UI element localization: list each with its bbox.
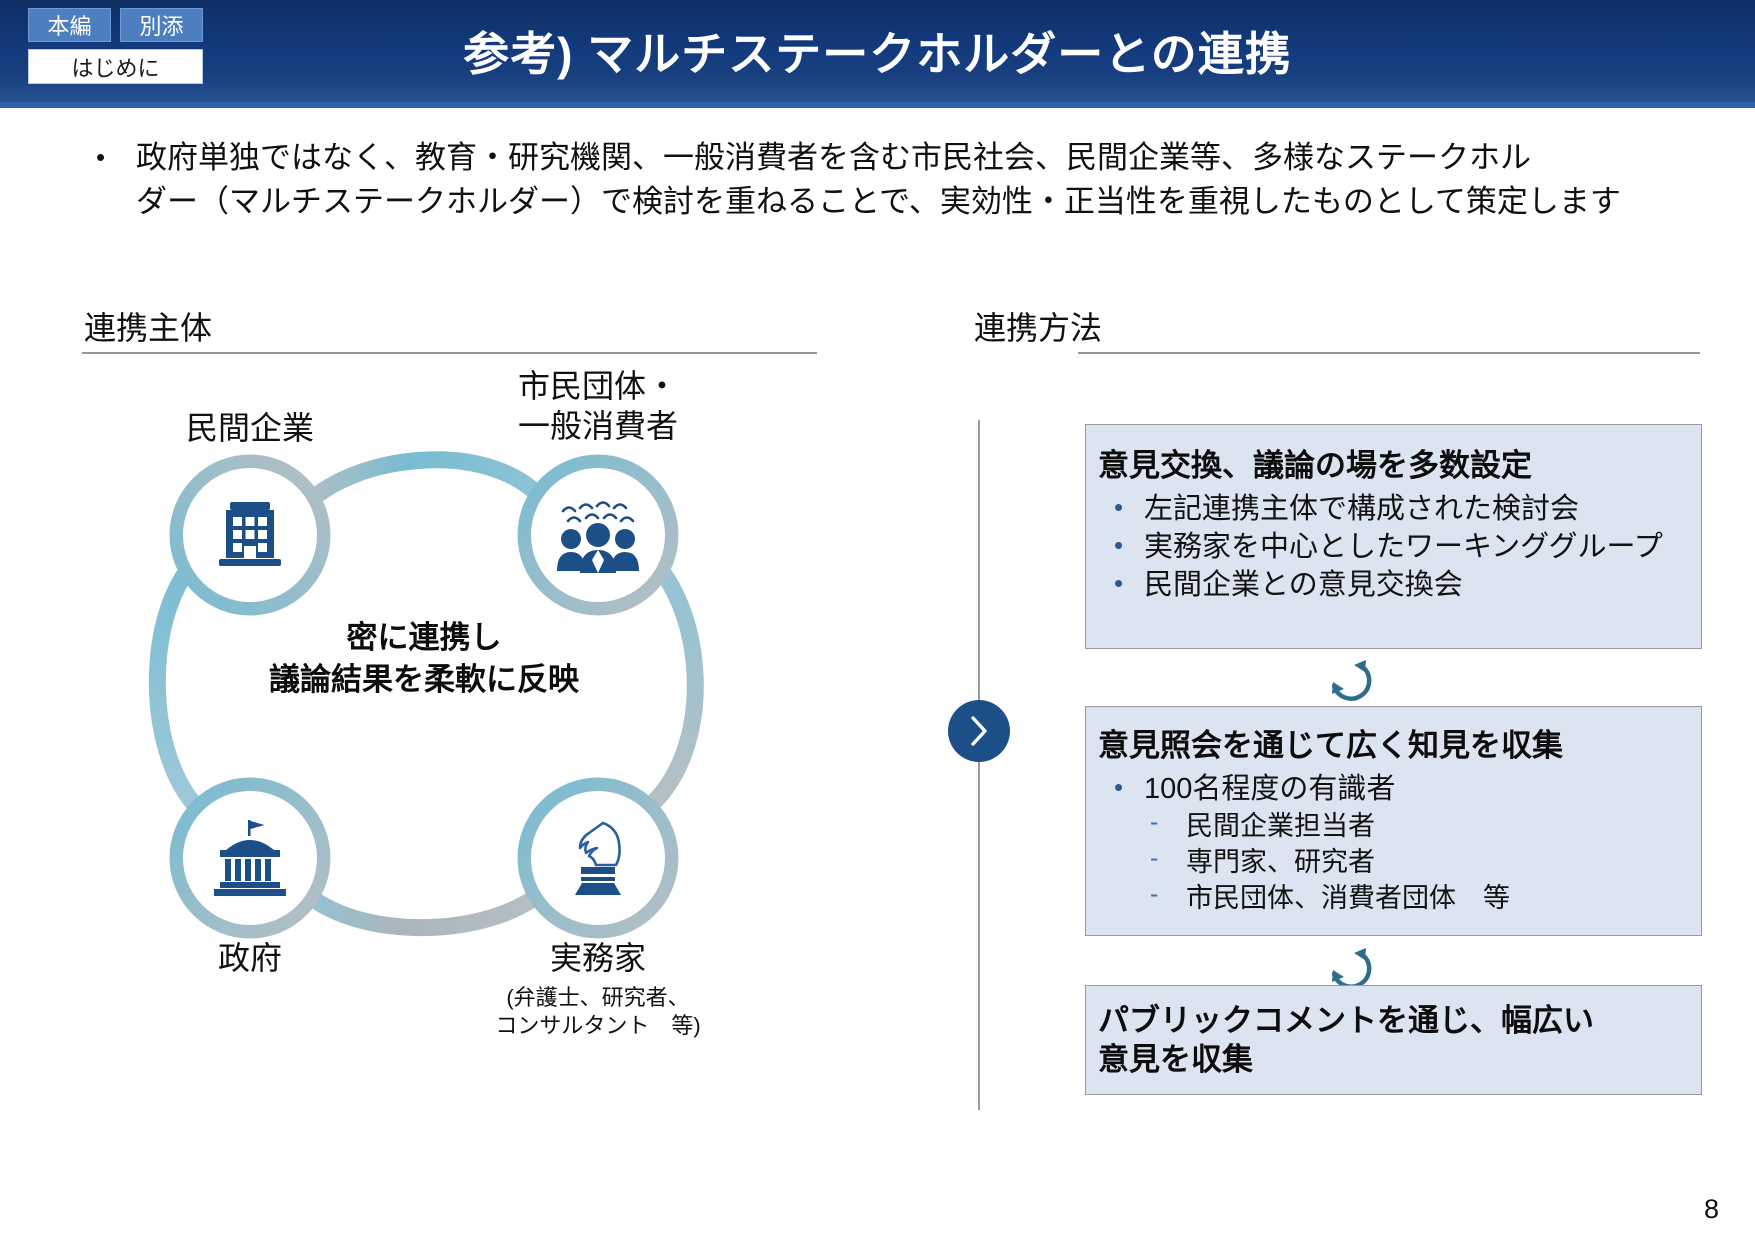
node-sub-practitioners-line1: (弁護士、研究者、 xyxy=(506,985,690,1010)
page-title: 参考) マルチステークホルダーとの連携 xyxy=(463,28,1292,80)
bullet-dot-icon: • xyxy=(1114,491,1124,522)
node-label-government: 政府 xyxy=(217,940,282,976)
people-group-icon xyxy=(557,501,639,573)
box-title-public-comment-line2: 意見を収集 xyxy=(1098,1041,1253,1077)
cycle-arrow-icon-2 xyxy=(1320,936,1378,994)
list-item: • 民間企業との意見交換会 xyxy=(1086,566,1701,604)
sub-list-item: -専門家、研究者 xyxy=(1086,844,1701,880)
header-tab-group: 本編 別添 はじめに xyxy=(28,8,248,84)
node-icon-private-company xyxy=(183,468,317,602)
right-section-rule xyxy=(1078,352,1700,354)
page-number: 8 xyxy=(1703,1194,1719,1224)
node-label-practitioners: 実務家 xyxy=(549,940,646,976)
box-sublist-inquiry: -民間企業担当者 -専門家、研究者 -市民団体、消費者団体 等 xyxy=(1086,808,1701,917)
tab-honpen[interactable]: 本編 xyxy=(28,8,111,42)
tab-hajimeni[interactable]: はじめに xyxy=(28,49,203,84)
right-section-heading: 連携方法 xyxy=(974,310,1103,346)
refresh-cycle-icon xyxy=(1331,660,1372,701)
box-title-public-comment-line1: パブリックコメントを通じ、幅広い xyxy=(1098,1003,1594,1038)
list-item: • 左記連携主体で構成された検討会 xyxy=(1086,490,1701,528)
sub-list-item-text: 民間企業担当者 xyxy=(1186,811,1375,842)
method-box-inquiry: 意見照会を通じて広く知見を収集 •100名程度の有識者 -民間企業担当者 -専門… xyxy=(1085,706,1702,936)
header-tab-row: 本編 別添 xyxy=(28,8,248,42)
chess-knight-icon xyxy=(575,821,621,895)
bullet-dot-icon: • xyxy=(1114,771,1124,802)
node-sub-practitioners-line2: コンサルタント 等) xyxy=(495,1013,701,1038)
dash-icon: - xyxy=(1150,844,1159,873)
cycle-arrow-icon-1 xyxy=(1320,648,1378,706)
dash-icon: - xyxy=(1150,880,1159,909)
lead-line-2: ダー（マルチステークホルダー）で検討を重ねることで、実効性・正当性を重視したもの… xyxy=(136,184,1621,220)
cycle-center-line-2: 議論結果を柔軟に反映 xyxy=(269,662,579,697)
list-item: • 実務家を中心としたワーキンググループ xyxy=(1086,528,1701,566)
tab-betten[interactable]: 別添 xyxy=(120,8,203,42)
sub-list-item: -市民団体、消費者団体 等 xyxy=(1086,880,1701,916)
node-icon-practitioners xyxy=(531,791,665,925)
list-item-text: 100名程度の有識者 xyxy=(1144,772,1396,805)
lead-line-1: 政府単独ではなく、教育・研究機関、一般消費者を含む市民社会、民間企業等、多様なス… xyxy=(136,140,1531,175)
sub-list-item-text: 市民団体、消費者団体 等 xyxy=(1186,883,1510,914)
lead-bullet-icon: • xyxy=(96,142,106,172)
left-section-rule xyxy=(82,352,817,354)
header-accent-bar xyxy=(0,102,1755,108)
panel-divider xyxy=(978,420,980,1110)
bullet-dot-icon: • xyxy=(1114,530,1124,561)
list-item-text: 実務家を中心としたワーキンググループ xyxy=(1144,531,1663,564)
government-building-icon xyxy=(214,820,286,896)
sub-list-item: -民間企業担当者 xyxy=(1086,808,1701,844)
flow-chevron-icon xyxy=(948,700,1010,762)
left-section-heading: 連携主体 xyxy=(84,310,213,346)
node-label-citizen-groups-line1: 市民団体・ xyxy=(517,368,678,404)
node-label-private-company: 民間企業 xyxy=(185,410,314,446)
stakeholder-cycle-diagram: 民間企業 市民団体・ 一般消費者 xyxy=(80,360,920,1040)
box-title-inquiry: 意見照会を通じて広く知見を収集 xyxy=(1098,728,1563,763)
bullet-dot-icon: • xyxy=(1114,568,1124,599)
box-list-exchange: • 左記連携主体で構成された検討会 • 実務家を中心としたワーキンググループ • 民間… xyxy=(1086,490,1701,605)
list-item-text: 民間企業との意見交換会 xyxy=(1144,569,1463,602)
sub-list-item-text: 専門家、研究者 xyxy=(1186,847,1375,878)
node-icon-citizen-groups xyxy=(531,468,665,602)
method-box-exchange: 意見交換、議論の場を多数設定 • 左記連携主体で構成された検討会 • 実務家を中心と… xyxy=(1085,424,1702,649)
refresh-cycle-icon xyxy=(1331,948,1372,989)
node-label-citizen-groups-line2: 一般消費者 xyxy=(517,408,678,444)
node-icon-government xyxy=(183,791,317,925)
office-building-icon xyxy=(219,502,281,566)
method-box-public-comment: パブリックコメントを通じ、幅広い 意見を収集 xyxy=(1085,985,1702,1095)
list-item: • 100名程度の有識者 xyxy=(1086,770,1701,808)
list-item-text: 左記連携主体で構成された検討会 xyxy=(1144,492,1580,525)
box-list-inquiry: • 100名程度の有識者 xyxy=(1086,770,1701,808)
chevron-right-icon xyxy=(971,716,987,746)
lead-paragraph: • 政府単独ではなく、教育・研究機関、一般消費者を含む市民社会、民間企業等、多様… xyxy=(96,136,1716,224)
cycle-center-line-1: 密に連携し xyxy=(346,620,502,655)
dash-icon: - xyxy=(1150,808,1159,837)
slide-header: 本編 別添 はじめに 参考) マルチステークホルダーとの連携 xyxy=(0,0,1755,108)
box-title-exchange: 意見交換、議論の場を多数設定 xyxy=(1098,448,1532,483)
